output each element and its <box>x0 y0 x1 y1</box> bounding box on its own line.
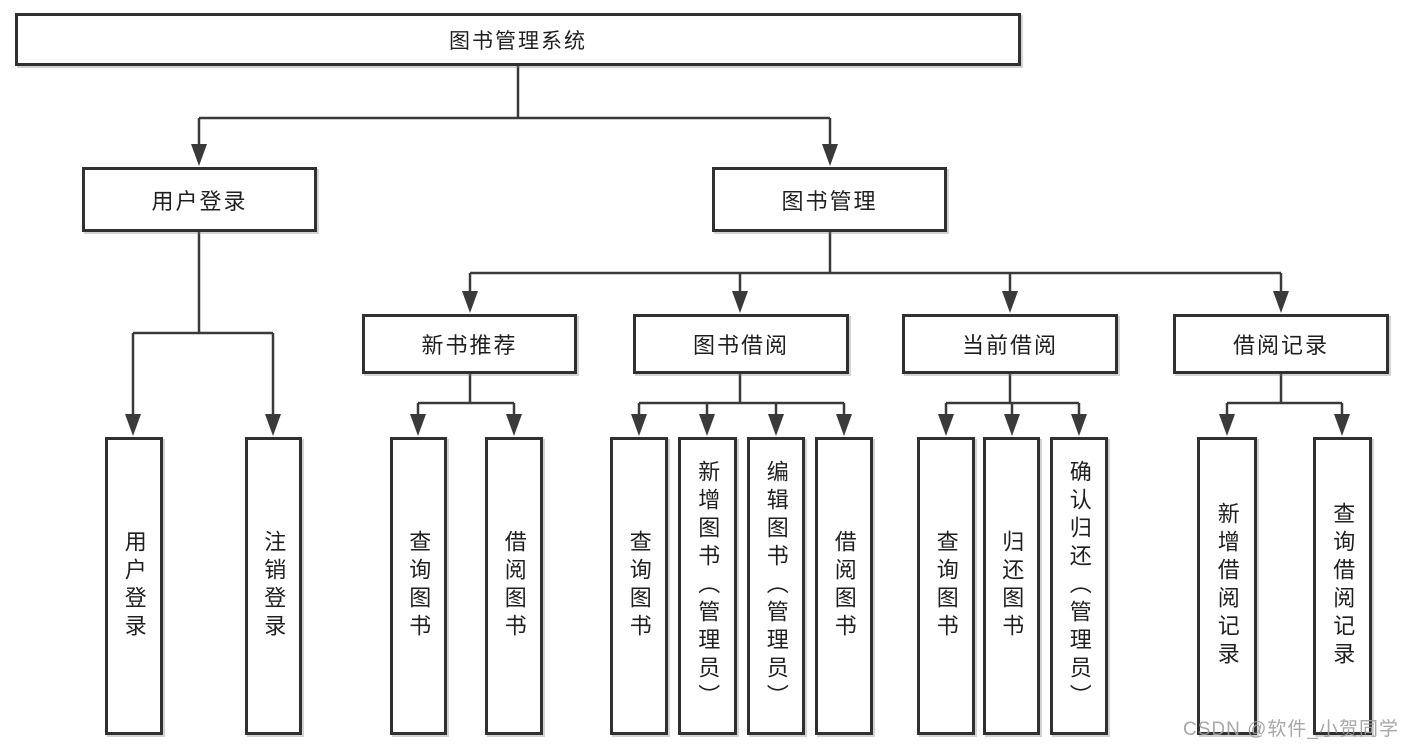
leaf-add-books-admin: 新增图书（管理员） <box>678 437 737 735</box>
node-borrowing-records: 借阅记录 <box>1173 314 1389 374</box>
node-label: 图书管理 <box>781 188 878 214</box>
leaf-user-login: 用户登录 <box>105 437 163 735</box>
node-label: 借阅记录 <box>1232 333 1329 358</box>
leaf-query-books-recommend: 查询图书 <box>390 437 447 735</box>
leaf-add-borrow-record: 新增借阅记录 <box>1197 437 1257 735</box>
leaf-edit-books-admin: 编辑图书（管理员） <box>747 437 805 735</box>
node-label: 查询图书 <box>406 530 432 642</box>
leaf-confirm-return-admin: 确认归还（管理员） <box>1050 437 1108 735</box>
arrowheads <box>125 144 1350 436</box>
node-label: 用户登录 <box>151 188 248 214</box>
leaf-logout: 注销登录 <box>245 437 302 735</box>
leaf-return-books: 归还图书 <box>983 437 1040 735</box>
node-label: 确认归还（管理员） <box>1066 460 1092 712</box>
node-label: 归还图书 <box>999 530 1025 642</box>
node-label: 图书管理系统 <box>449 29 587 53</box>
node-current-borrowing: 当前借阅 <box>902 314 1118 374</box>
leaf-query-books-borrowing: 查询图书 <box>610 437 668 735</box>
node-label: 查询图书 <box>626 530 652 642</box>
node-new-book-recommend: 新书推荐 <box>362 314 577 374</box>
node-label: 用户登录 <box>121 530 147 642</box>
node-label: 注销登录 <box>261 530 287 642</box>
node-label: 新书推荐 <box>421 333 518 358</box>
node-book-borrowing: 图书借阅 <box>633 314 849 374</box>
node-label: 借阅图书 <box>831 530 857 642</box>
leaf-borrow-books: 借阅图书 <box>815 437 873 735</box>
node-label: 当前借阅 <box>961 333 1058 358</box>
leaf-query-books-current: 查询图书 <box>917 437 975 735</box>
node-book-management: 图书管理 <box>712 167 947 232</box>
leaf-query-borrow-record: 查询借阅记录 <box>1313 437 1372 735</box>
node-user-login: 用户登录 <box>82 167 317 232</box>
node-root-library-management-system: 图书管理系统 <box>15 13 1021 66</box>
node-label: 查询借阅记录 <box>1330 502 1356 670</box>
node-label: 图书借阅 <box>692 333 789 358</box>
node-label: 借阅图书 <box>501 530 527 642</box>
node-label: 新增借阅记录 <box>1214 502 1240 670</box>
node-label: 新增图书（管理员） <box>695 460 721 712</box>
node-label: 查询图书 <box>933 530 959 642</box>
leaf-borrow-books-recommend: 借阅图书 <box>485 437 543 735</box>
csdn-watermark: CSDN @软件_小贺同学 <box>1183 719 1399 740</box>
node-label: 编辑图书（管理员） <box>763 460 789 712</box>
